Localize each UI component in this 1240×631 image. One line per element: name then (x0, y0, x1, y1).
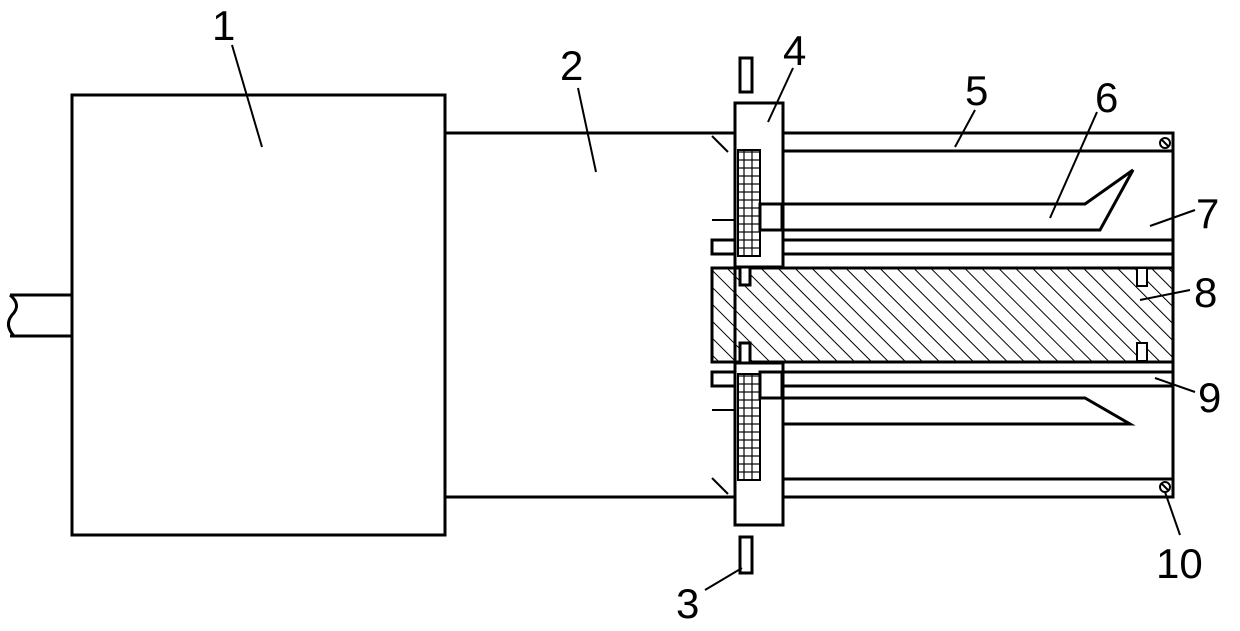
input-shaft (8, 295, 72, 336)
label-part-10: 10 (1156, 540, 1203, 587)
label-part-8: 8 (1194, 269, 1217, 316)
label-part-7: 7 (1196, 190, 1219, 237)
motor-body (72, 95, 445, 535)
gearbox-housing (445, 133, 735, 497)
label-part-4: 4 (783, 27, 806, 74)
label-part-5: 5 (965, 67, 988, 114)
label-part-3: 3 (676, 580, 699, 627)
label-part-2: 2 (560, 42, 583, 89)
label-part-6: 6 (1095, 74, 1118, 121)
label-part-9: 9 (1198, 374, 1221, 421)
central-shaft (712, 268, 1173, 362)
label-part-1: 1 (212, 2, 235, 49)
